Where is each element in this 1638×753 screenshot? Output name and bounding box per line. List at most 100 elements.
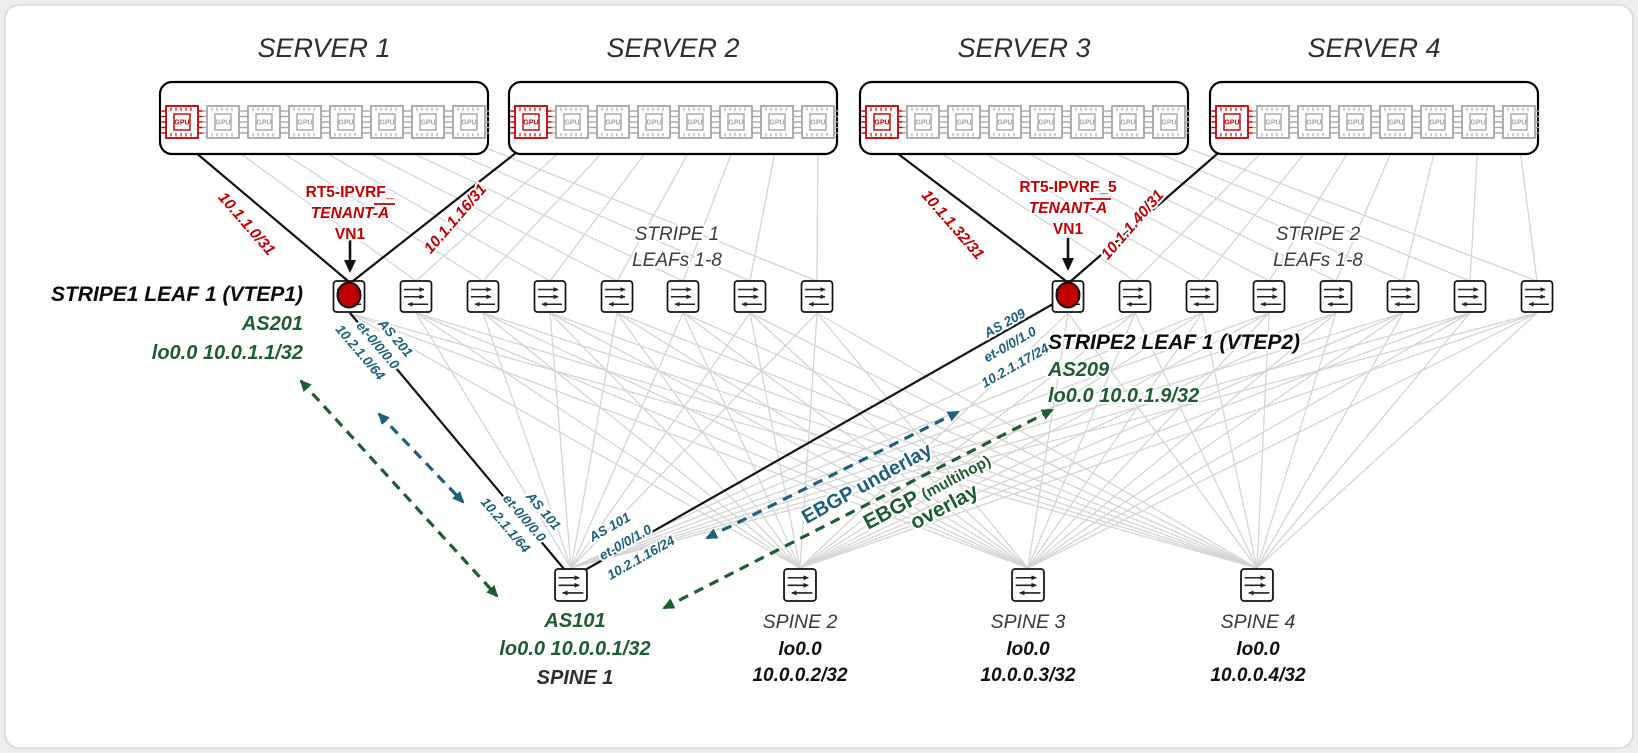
server-boxes — [158, 80, 1540, 156]
leaf-switch-icon — [668, 281, 699, 312]
vtep1-loopback: lo0.0 10.0.1.1/32 — [152, 342, 303, 364]
gpu-chip-icon: GPU — [1251, 105, 1295, 139]
link-server1-gpu1-leaf1 — [181, 140, 349, 282]
gpu-leaf-link — [482, 140, 614, 282]
chip-label: GPU — [461, 120, 476, 127]
chip-label: GPU — [338, 120, 353, 127]
rt5-right-line1: RT5-IPVRF_5 — [1019, 179, 1117, 196]
chip-label: GPU — [874, 120, 889, 127]
gpu-leaf-link — [1469, 140, 1479, 282]
chip-label: GPU — [1306, 120, 1321, 127]
leaf-spine-link — [1256, 312, 1270, 569]
gpu-chip-icon: GPU — [632, 105, 676, 139]
leaf-spine-link — [1027, 312, 1471, 569]
gpu-leaf-link — [1518, 140, 1538, 282]
gpu-leaf-link — [263, 140, 484, 282]
vtep1-marker — [336, 281, 362, 309]
leaf-switch-icon — [735, 281, 766, 312]
chip-label: GPU — [1120, 120, 1135, 127]
vtep2-marker — [1055, 281, 1081, 309]
rt5-left-label: RT5-IPVRF_ TENANT-A VN1 — [304, 182, 397, 245]
chip-label: GPU — [1161, 120, 1176, 127]
gpu-leaf-link — [1201, 140, 1315, 282]
gpu-chip-icon: GPU — [1106, 105, 1150, 139]
gpu-chip-icon: GPU — [201, 105, 245, 139]
spine-switch-icon — [555, 569, 587, 601]
chip-label: GPU — [1429, 120, 1444, 127]
vtep2-name: STRIPE2 LEAF 1 (VTEP2) — [1048, 331, 1300, 354]
server2-box — [507, 80, 839, 156]
chip-label: GPU — [523, 120, 538, 127]
leaf-spine-link — [570, 312, 751, 569]
chip-label: GPU — [646, 120, 661, 127]
stripe2-label-line2: LEAFs 1-8 — [1273, 250, 1363, 271]
spine4-ip: 10.0.0.4/32 — [1210, 665, 1306, 686]
leaf-spine-link — [482, 312, 572, 569]
stripe1-label-line2: LEAFs 1-8 — [632, 250, 722, 271]
chip-label: GPU — [605, 120, 620, 127]
server3-box — [858, 80, 1190, 156]
leaf-switch-icon — [535, 281, 566, 312]
gpu-leaf-link — [386, 140, 684, 282]
leaf-switch-icon — [1388, 281, 1419, 312]
gpu-chip-icon: GPU — [942, 105, 986, 139]
spine4-name: SPINE 4 — [1221, 611, 1296, 633]
gpu-to-leaf-links — [222, 140, 1538, 282]
stripe1-label: STRIPE 1 LEAFs 1-8 — [630, 222, 724, 273]
link-server3-gpu1-leaf9 — [880, 140, 1067, 282]
leaf-spine-link — [1067, 312, 1258, 569]
gpu-leaf-link — [816, 140, 819, 282]
gpu-chip-icon: GPU — [1024, 105, 1068, 139]
ebgp-overlay-arrow — [662, 408, 1054, 610]
gpu-leaf-link — [1335, 140, 1397, 282]
gpu-chip-icon: GPU — [983, 105, 1027, 139]
leaf-switch-icon — [401, 281, 432, 312]
chip-label: GPU — [956, 120, 971, 127]
gpu-leaf-link — [304, 140, 551, 282]
leaf-switch-icon — [1187, 281, 1218, 312]
leaf-spine-link — [570, 312, 618, 569]
gpu-leaf-link — [922, 140, 1136, 282]
gpu-leaf-link — [749, 140, 778, 282]
spine3-name: SPINE 3 — [991, 611, 1066, 633]
rt5-left-line2: TENANT-A — [311, 205, 389, 222]
leaf-spine-link — [1027, 312, 1404, 569]
gpu-leaf-link — [682, 140, 737, 282]
gpu-chip-icon: GPU — [1456, 105, 1500, 139]
rt5-left-line1: RT5-IPVRF_ — [306, 184, 395, 201]
link-server2-gpu1-leaf1 — [352, 140, 532, 282]
gpu-chip-icon: GPU — [324, 105, 368, 139]
chip-label: GPU — [769, 120, 784, 127]
vtep1-labels: STRIPE1 LEAF 1 (VTEP1) AS201 lo0.0 10.0.… — [49, 281, 305, 366]
chip-label: GPU — [997, 120, 1012, 127]
server1-box — [158, 80, 490, 156]
gpu-chip-icon: GPU — [1415, 105, 1459, 139]
leaf-spine-link — [549, 312, 572, 569]
gpu-chip-icon: GPU — [242, 105, 286, 139]
chip-label: GPU — [297, 120, 312, 127]
gpu-chip-icon: GPU — [1065, 105, 1109, 139]
chip-label: GPU — [1347, 120, 1362, 127]
vtep2-asn: AS209 — [1047, 359, 1110, 381]
gpu-chip-icon: GPU — [406, 105, 450, 139]
spine1-name: SPINE 1 — [537, 667, 614, 689]
gpu-chip-highlighted: GPU — [160, 105, 204, 139]
gpu-leaf-link — [1134, 140, 1274, 282]
gpu-leaf-link — [468, 140, 818, 282]
leaf-spine-link — [1256, 312, 1538, 569]
gpu-chip-icon: GPU — [1333, 105, 1377, 139]
gpu-chip-icon: GPU — [447, 105, 491, 139]
chip-label: GPU — [379, 120, 394, 127]
gpu-leaf-link — [1004, 140, 1270, 282]
server3-title: SERVER 3 — [957, 33, 1090, 63]
gpu-chip-icon: GPU — [283, 105, 327, 139]
server4-box — [1208, 80, 1540, 156]
spine4-lo: lo0.0 — [1236, 639, 1280, 660]
chip-label: GPU — [1079, 120, 1094, 127]
gpu-leaf-link — [616, 140, 696, 282]
leaf-switch-icon — [602, 281, 633, 312]
gpu-chip-icon: GPU — [714, 105, 758, 139]
gpu-chip-highlighted: GPU — [1210, 105, 1254, 139]
